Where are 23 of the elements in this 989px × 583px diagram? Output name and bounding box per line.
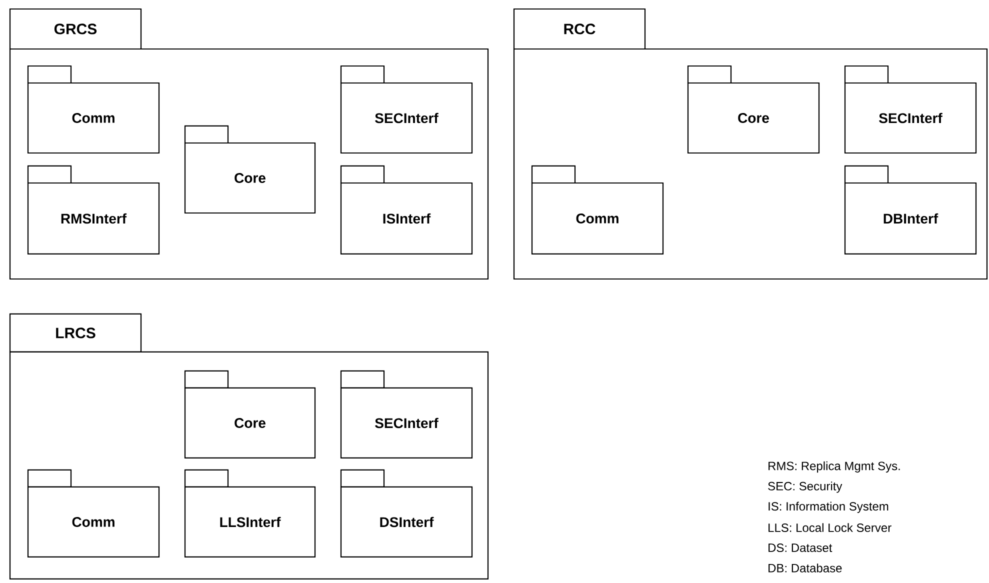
package-box: SECInterf bbox=[844, 65, 977, 154]
package-box: Core bbox=[184, 370, 316, 459]
legend-note: SEC: Security bbox=[768, 482, 842, 493]
package-box: Core bbox=[184, 125, 316, 214]
node-label: LRCS bbox=[56, 328, 96, 338]
package-box: Core bbox=[687, 65, 820, 154]
node-label: GRCS bbox=[54, 24, 97, 34]
package-box: Comm bbox=[531, 165, 664, 255]
legend-note: LLS: Local Lock Server bbox=[768, 523, 892, 532]
package-box: ISInterf bbox=[340, 165, 473, 255]
package-box: Comm bbox=[27, 469, 160, 558]
legend-note: DS: Dataset bbox=[768, 544, 832, 552]
package-box: Comm bbox=[27, 65, 160, 154]
legend-note: DB: Database bbox=[768, 564, 842, 572]
package-box: DBInterf bbox=[844, 165, 977, 255]
node-label: RCC bbox=[564, 24, 596, 34]
legend-note: IS: Information System bbox=[768, 502, 888, 513]
package-box: RMSInterf bbox=[27, 165, 160, 255]
legend-note: RMS: Replica Mgmt Sys. bbox=[768, 461, 900, 473]
package-box: DSInterf bbox=[340, 469, 473, 558]
package-box: SECInterf bbox=[340, 370, 473, 459]
package-box: SECInterf bbox=[340, 65, 473, 154]
package-box: LLSInterf bbox=[184, 469, 316, 558]
